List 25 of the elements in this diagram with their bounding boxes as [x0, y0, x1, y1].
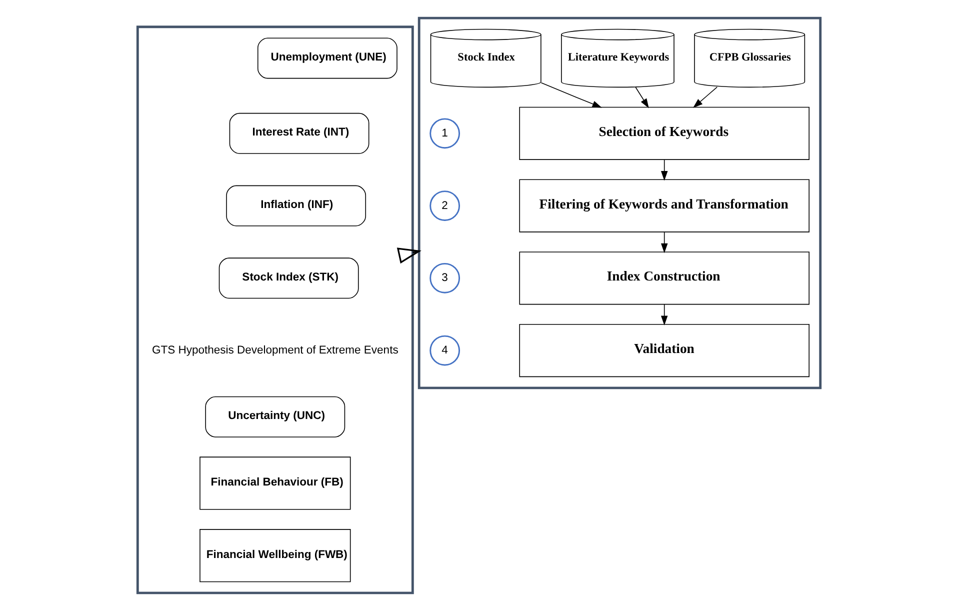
arrow [635, 86, 649, 108]
node-box: Stock Index (STK) [218, 258, 359, 299]
node-box: Index Construction [519, 252, 810, 305]
node-circle: 2 [430, 190, 460, 221]
node-box: Inflation (INF) [226, 185, 366, 226]
node-circle: 4 [430, 335, 460, 366]
node-box: Uncertainty (UNC) [205, 396, 346, 438]
node-box: Selection of Keywords [519, 106, 810, 160]
cluster [418, 16, 822, 390]
arrow [693, 86, 718, 108]
node-box: Financial Wellbeing (FWB) [200, 529, 351, 582]
node-circle: 3 [430, 262, 460, 294]
node-circle: 1 [430, 118, 460, 149]
cluster [136, 26, 414, 594]
node-box: Interest Rate (INT) [229, 112, 370, 154]
arrow [396, 248, 422, 264]
label: GTS Hypothesis Development of Extreme Events [152, 344, 398, 357]
arrow [540, 82, 602, 108]
node-box: Unemployment (UNE) [257, 38, 398, 79]
arrow [660, 159, 668, 181]
arrow [660, 304, 668, 326]
node-box: Financial Behaviour (FB) [200, 456, 351, 510]
arrow [660, 232, 668, 254]
node-box: Filtering of Keywords and Transformation [519, 179, 810, 232]
node-box: Validation [519, 324, 810, 378]
